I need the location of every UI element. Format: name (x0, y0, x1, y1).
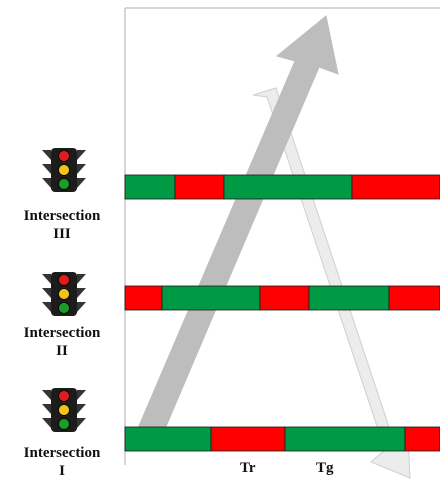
intersection-2-name: Intersection (23, 325, 101, 341)
signal-phase-red (259, 285, 310, 311)
signal-phase-green (124, 174, 176, 200)
intersection-3-name: Intersection (23, 208, 101, 224)
signal-phase-green (161, 285, 261, 311)
traffic-light-icon (42, 388, 86, 432)
traffic-light-icon (42, 272, 86, 316)
signal-phase-red (388, 285, 440, 311)
intersection-3-numeral: III (53, 226, 71, 242)
signal-phase-red (351, 174, 440, 200)
intersection-2-numeral: II (56, 343, 68, 359)
intersection-1-numeral: I (59, 463, 65, 479)
traffic-light-icon (42, 148, 86, 192)
signal-phase-red (174, 174, 225, 200)
green-time-label: Tg (316, 460, 334, 476)
signal-phase-red (210, 426, 286, 452)
intersection-1-name: Intersection (23, 445, 101, 461)
forward-wave-arrow (129, 15, 339, 451)
intersection-label-3: Intersection III (0, 207, 124, 243)
signal-phase-green (124, 426, 212, 452)
intersection-label-2: Intersection II (0, 324, 124, 360)
signal-phase-green (308, 285, 390, 311)
intersection-label-1: Intersection I (0, 444, 124, 480)
signal-timing-bars (124, 174, 440, 452)
traffic-lights (42, 148, 86, 432)
signal-phase-green (223, 174, 353, 200)
backward-wave-arrow (252, 87, 411, 479)
red-time-label: Tr (240, 460, 256, 476)
signal-phase-red (124, 285, 163, 311)
signal-phase-red (404, 426, 440, 452)
signal-phase-green (284, 426, 406, 452)
